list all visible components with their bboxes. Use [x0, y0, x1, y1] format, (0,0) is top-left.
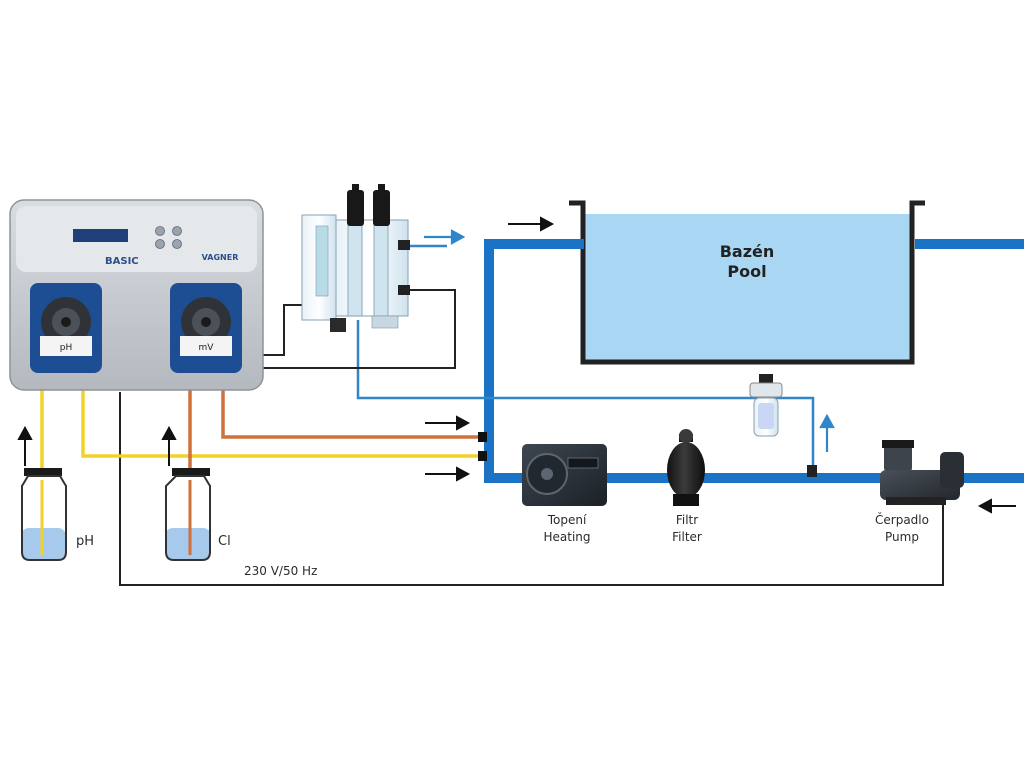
signal-wires: [119, 289, 944, 586]
arrow-up-icon: [17, 425, 33, 466]
sample-filter: [749, 374, 783, 437]
pump-label-cz: Čerpadlo: [875, 512, 929, 527]
arrow-right-icon: [424, 229, 466, 245]
pool: Bazén Pool: [569, 200, 925, 365]
ph-tube: [40, 388, 480, 470]
cl-tank: [165, 468, 211, 561]
peristaltic-pump-ph: pH: [30, 283, 102, 373]
pump-mv-label-plate: [180, 336, 232, 356]
electrode-orp: [373, 190, 390, 226]
flow-arrows: [17, 216, 1016, 514]
injection-fitting-cl: [478, 432, 487, 442]
pump-ph-label: pH: [60, 343, 72, 353]
pool-wall: [569, 200, 925, 365]
pump-label-en: Pump: [885, 530, 919, 544]
pump-mv-label: mV: [199, 343, 215, 353]
cl-tube: [188, 388, 480, 470]
arrow-right-icon: [425, 415, 471, 431]
cl-tank-liquid: [165, 528, 211, 559]
pool-label-cz: Bazén: [720, 242, 775, 261]
arrow-up-icon: [161, 425, 177, 466]
pool-label-en: Pool: [727, 262, 766, 281]
cl-tank-label: Cl: [218, 534, 231, 549]
ph-tank-label: pH: [76, 534, 94, 549]
circulation-pump: [880, 440, 964, 505]
injection-fitting-ph: [478, 451, 487, 461]
electrode-ph: [347, 190, 364, 226]
pool-water: [583, 214, 911, 360]
dosing-controller: BASIC VAGNER pH mV: [9, 199, 264, 391]
heating-label-en: Heating: [543, 530, 590, 544]
ph-tank: [21, 468, 67, 561]
filter-label-cz: Filtr: [676, 513, 698, 527]
filter-label-en: Filter: [672, 530, 702, 544]
model-text: BASIC: [105, 256, 139, 267]
heat-pump: [522, 444, 607, 506]
sample-flow-arrows: [424, 229, 835, 452]
pump-ph-label-plate: [40, 336, 92, 356]
sample-tap: [807, 465, 817, 477]
arrow-right-icon: [425, 466, 471, 482]
display-screen: [73, 229, 128, 242]
main-pipe: [484, 239, 1024, 483]
keypad: [155, 226, 182, 249]
arrow-up-icon: [819, 413, 835, 452]
sample-water-line: [356, 244, 815, 470]
probe-holder: [301, 184, 410, 332]
peristaltic-pump-mv: mV: [170, 283, 242, 373]
arrow-right-icon: [508, 216, 555, 232]
power-label: 230 V/50 Hz: [244, 564, 317, 578]
brand-text: VAGNER: [202, 253, 239, 262]
arrow-left-icon: [977, 498, 1016, 514]
heating-label-cz: Topení: [547, 513, 587, 527]
sand-filter: [667, 429, 705, 506]
